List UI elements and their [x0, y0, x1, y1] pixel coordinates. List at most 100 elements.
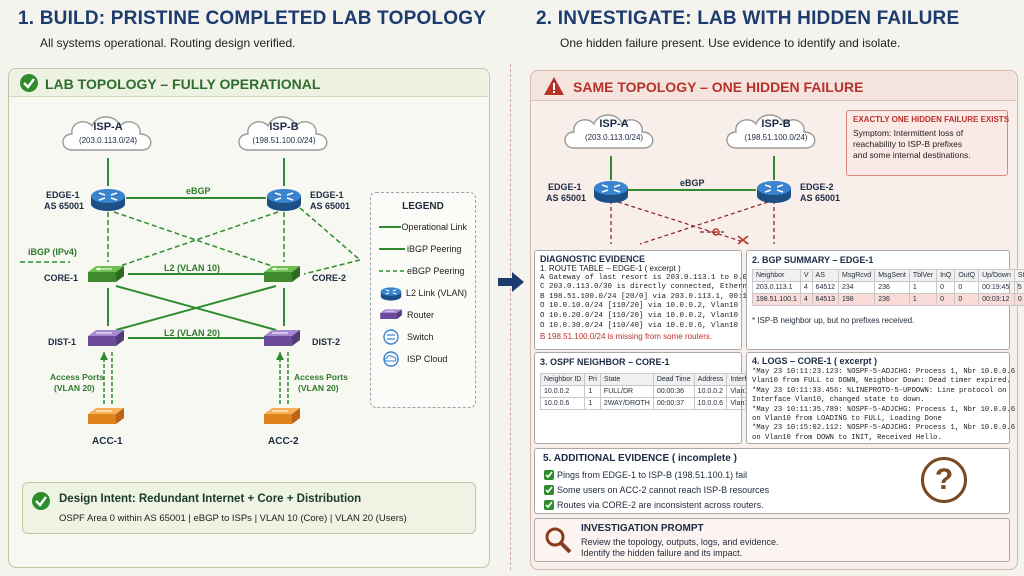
- log-line: *May 23 10:11:33.456: %LINEPROTO-5-UPDOW…: [752, 386, 1007, 395]
- edge-1-router-icon[interactable]: [591, 178, 631, 206]
- ebgp-label: eBGP: [186, 186, 211, 196]
- investigation-prompt-box: INVESTIGATION PROMPT Review the topology…: [534, 518, 1010, 562]
- log-line: *May 23 10:11:23.123: %OSPF-5-ADJCHG: Pr…: [752, 368, 1016, 376]
- check-box-icon: [544, 499, 554, 510]
- check-circle-icon: [20, 74, 38, 92]
- panel-title: LAB TOPOLOGY – FULLY OPERATIONAL: [45, 76, 321, 92]
- panel-divider: [510, 64, 511, 570]
- legend-operational-link: Operational Link: [379, 222, 467, 232]
- access-ports-right: Access Ports: [294, 372, 348, 382]
- log-line: on Vlan10 from DOWN to INIT, Received He…: [752, 433, 942, 442]
- l2-vlan10-label: L2 (VLAN 10): [164, 263, 221, 273]
- isp-b-cloud[interactable]: [722, 108, 826, 156]
- access-ports-left: Access Ports: [50, 372, 104, 382]
- build-subheading: All systems operational. Routing design …: [40, 36, 296, 50]
- alert-line: Symptom: Intermittent loss of: [853, 128, 964, 138]
- log-line: on Vlan10 from LOADING to FULL, Loading …: [752, 415, 942, 424]
- isp-b-label: ISP-B: [761, 118, 791, 130]
- legend-l2-link: L2 Link (VLAN): [379, 282, 467, 304]
- build-heading: 1. BUILD: PRISTINE COMPLETED LAB TOPOLOG…: [18, 8, 487, 29]
- prompt-line: Identify the hidden failure and its impa…: [581, 548, 743, 558]
- diagnostic-evidence-box: DIAGNOSTIC EVIDENCE 1. ROUTE TABLE – EDG…: [534, 250, 770, 350]
- log-line: Vlan10 from FULL to DOWN, Neighbor Down:…: [752, 377, 1011, 386]
- dist-2-label: DIST-2: [312, 337, 341, 347]
- question-mark-icon: ?: [921, 457, 967, 503]
- bgp-note: * ISP-B neighbor up, but no prefixes rec…: [752, 316, 915, 325]
- edge-2-label: EDGE-2: [800, 182, 834, 192]
- route-line: A Gateway of last resort is 203.0.113.1 …: [540, 273, 766, 282]
- edge-2-as: AS 65001: [800, 193, 841, 203]
- alert-title: EXACTLY ONE HIDDEN FAILURE EXISTS: [853, 115, 1010, 124]
- dist-1-label: DIST-1: [48, 337, 77, 347]
- isp-b-label: ISP-B: [269, 121, 299, 133]
- legend-switch: Switch: [379, 326, 467, 348]
- logs-box: 4. LOGS – CORE-1 ( excerpt ) *May 23 10:…: [746, 352, 1016, 444]
- isp-a-prefix: (203.0.113.0/24): [584, 133, 644, 142]
- additional-title: 5. ADDITIONAL EVIDENCE ( incomplete ): [543, 453, 737, 464]
- design-intent-title: Design Intent: Redundant Internet + Core…: [59, 493, 362, 505]
- edge-1-as: AS 65001: [546, 193, 587, 203]
- hidden-failure-alert: EXACTLY ONE HIDDEN FAILURE EXISTS Sympto…: [846, 110, 1010, 176]
- check-box-icon: [544, 484, 554, 495]
- edge-1-label: EDGE-1: [46, 190, 80, 200]
- arrow-right-icon: [498, 272, 524, 292]
- ospf-title: 3. OSPF NEIGHBOR – CORE-1: [540, 357, 670, 367]
- legend-ibgp-peering: iBGP Peering: [379, 244, 462, 254]
- investigate-subheading: One hidden failure present. Use evidence…: [560, 36, 901, 50]
- edge-2-as: AS 65001: [310, 201, 351, 211]
- isp-a-prefix: (203.0.113.0/24): [78, 136, 138, 145]
- additional-evidence-box: 5. ADDITIONAL EVIDENCE ( incomplete ) Pi…: [534, 448, 1010, 514]
- route-line: O 10.0.30.0/24 [110/40] via 10.0.0.6, Vl…: [540, 321, 739, 330]
- magnifier-icon: [545, 527, 572, 554]
- log-line: *May 23 10:15:02.112: %OSPF-5-ADJCHG: Pr…: [752, 424, 1016, 433]
- legend-title: LEGEND: [402, 201, 444, 212]
- edge-2-router-icon[interactable]: [754, 178, 794, 206]
- panel-title: SAME TOPOLOGY – ONE HIDDEN FAILURE: [573, 79, 864, 95]
- bgp-title: 2. BGP SUMMARY – EDGE-1: [752, 255, 874, 265]
- log-line: *May 23 10:11:35.789: %OSPF-5-ADJCHG: Pr…: [752, 405, 1016, 414]
- diag-note: B 198.51.100.0/24 is missing from some r…: [540, 332, 713, 342]
- edge-1-as: AS 65001: [44, 201, 85, 211]
- isp-a-label: ISP-A: [599, 118, 629, 130]
- log-line: Interface Vlan10, changed state to down.: [752, 396, 925, 405]
- legend-box: LEGEND Operational Link iBGP Peering eBG…: [370, 192, 476, 408]
- check-circle-icon: [32, 492, 50, 510]
- list-item: Some users on ACC-2 cannot reach ISP-B r…: [543, 482, 1001, 497]
- diag-sub: 1. ROUTE TABLE – EDGE-1 ( excerpt ): [540, 264, 681, 273]
- legend-ebgp-peering: eBGP Peering: [379, 266, 465, 276]
- ebgp-label: eBGP: [680, 178, 705, 188]
- l2-vlan20-label: L2 (VLAN 20): [164, 328, 221, 338]
- design-intent-detail: OSPF Area 0 within AS 65001 | eBGP to IS…: [59, 513, 407, 524]
- investigate-heading: 2. INVESTIGATE: LAB WITH HIDDEN FAILURE: [536, 8, 960, 29]
- list-item: Routes via CORE-2 are inconsistent acros…: [543, 497, 1001, 512]
- ibgp-label: iBGP (IPv4): [28, 247, 77, 257]
- check-box-icon: [544, 469, 554, 480]
- isp-a-cloud[interactable]: [560, 108, 664, 156]
- logs-title: 4. LOGS – CORE-1 ( excerpt ): [752, 356, 878, 366]
- access-ports-right-vlan: (VLAN 20): [298, 383, 339, 393]
- legend-router: Router: [379, 304, 467, 326]
- design-intent-box: Design Intent: Redundant Internet + Core…: [22, 482, 476, 534]
- acc-2-label: ACC-2: [268, 436, 299, 447]
- prompt-title: INVESTIGATION PROMPT: [581, 523, 704, 534]
- switch-circle-icon: [383, 329, 399, 345]
- isp-b-prefix: (198.51.100.0/24): [252, 136, 316, 145]
- acc-1-label: ACC-1: [92, 436, 123, 447]
- legend-isp-cloud: ISP Cloud: [379, 348, 467, 370]
- list-item: Pings from EDGE-1 to ISP-B (198.51.100.1…: [543, 467, 1001, 482]
- core-1-label: CORE-1: [44, 273, 79, 283]
- core-2-label: CORE-2: [312, 273, 347, 283]
- access-ports-left-vlan: (VLAN 20): [54, 383, 95, 393]
- isp-b-prefix: (198.51.100.0/24): [744, 133, 808, 142]
